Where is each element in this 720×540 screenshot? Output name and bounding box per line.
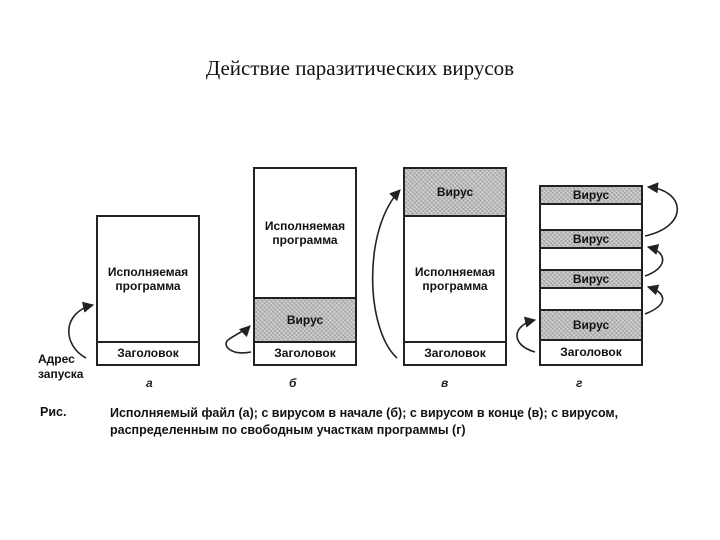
start-address-text: Адрес запуска: [38, 352, 84, 381]
header-block: Заголовок: [405, 341, 505, 364]
panel-label-a: а: [146, 376, 153, 390]
slide-title: Действие паразитических вирусов: [205, 56, 515, 80]
program-block: Исполняемая программа: [414, 264, 496, 293]
arrow-g-4: [644, 182, 678, 237]
virus-block-3: Вирус: [541, 269, 641, 289]
panel-label-b: б: [289, 376, 297, 390]
file-b: Исполняемая программа Вирус Заголовок: [253, 167, 357, 366]
file-g: Вирус Вирус Вирус Вирус Заголовок: [539, 185, 643, 366]
arrow-v: [371, 189, 401, 359]
virus-block: Вирус: [255, 297, 355, 341]
header-block: Заголовок: [255, 341, 355, 364]
arrow-b: [225, 325, 252, 354]
program-block: Исполняемая программа: [107, 264, 189, 293]
arrow-g-1: [516, 316, 537, 353]
file-a: Исполняемая программа Заголовок: [96, 215, 200, 366]
header-block: Заголовок: [541, 339, 641, 364]
virus-block-1: Вирус: [541, 187, 641, 205]
virus-block-2: Вирус: [541, 229, 641, 249]
panel-label-v: в: [441, 376, 449, 390]
file-v: Вирус Исполняемая программа Заголовок: [403, 167, 507, 366]
arrow-g-3: [644, 244, 664, 277]
arrow-g-2: [644, 284, 664, 315]
panel-label-g: г: [576, 376, 583, 390]
header-block: Заголовок: [98, 341, 198, 364]
caption-head: Рис.: [40, 405, 67, 419]
virus-block-4: Вирус: [541, 309, 641, 339]
virus-block: Вирус: [405, 169, 505, 217]
program-block: Исполняемая программа: [264, 218, 346, 247]
caption-text: Исполняемый файл (а); с вирусом в начале…: [110, 406, 619, 437]
start-address-label: Адрес запуска: [38, 352, 88, 382]
arrow-a: [68, 301, 95, 359]
